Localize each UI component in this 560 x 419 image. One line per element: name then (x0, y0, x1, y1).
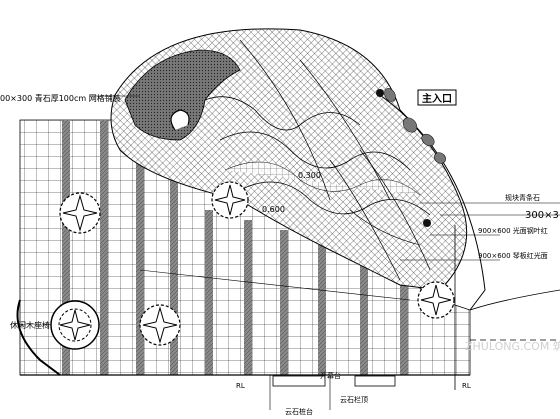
plaza-paving (19, 119, 471, 376)
right-note-3: 900×600 光面钢叶红 (478, 226, 548, 235)
step-box (354, 375, 396, 387)
leader-lines (90, 95, 560, 410)
marker-dot (423, 219, 431, 227)
dimension-label: 0.300 (298, 171, 321, 180)
bottom-center-label: 开幕台 (320, 371, 341, 380)
top-left-note: 00×300 青石厚100cm 网格铺装 (0, 93, 121, 103)
bottom-label-1: 云石桩台 (285, 407, 313, 416)
left-feature-label: 休闲木座椅 (10, 320, 50, 330)
right-note-4: 900×600 琴板红光面 (478, 251, 548, 260)
road-edge (454, 225, 560, 390)
tree-symbol (211, 181, 249, 219)
watermark: ZHULONG.COM 筑龙网 (465, 339, 560, 353)
right-note-1: 规块青条石 (505, 193, 540, 202)
left-seating-arc (16, 299, 61, 376)
step-box (272, 375, 326, 387)
bottom-mark: RL (236, 382, 245, 390)
bottom-label-2: 云石栏顶 (340, 395, 368, 404)
bottom-mark: RL (462, 382, 471, 390)
entrance-arc (379, 94, 486, 311)
right-note-2: 300×3 (525, 210, 559, 221)
main-entrance-label: 主入口 (422, 92, 452, 105)
marker-dot (376, 89, 384, 97)
tree-symbol (417, 281, 455, 319)
main-entrance-box (417, 89, 457, 106)
entrance-shrubs (384, 88, 446, 164)
dimension-label: 0.600 (262, 205, 285, 214)
tree-symbol (59, 192, 101, 234)
tree-symbol (50, 300, 100, 350)
tree-symbol (139, 304, 181, 346)
